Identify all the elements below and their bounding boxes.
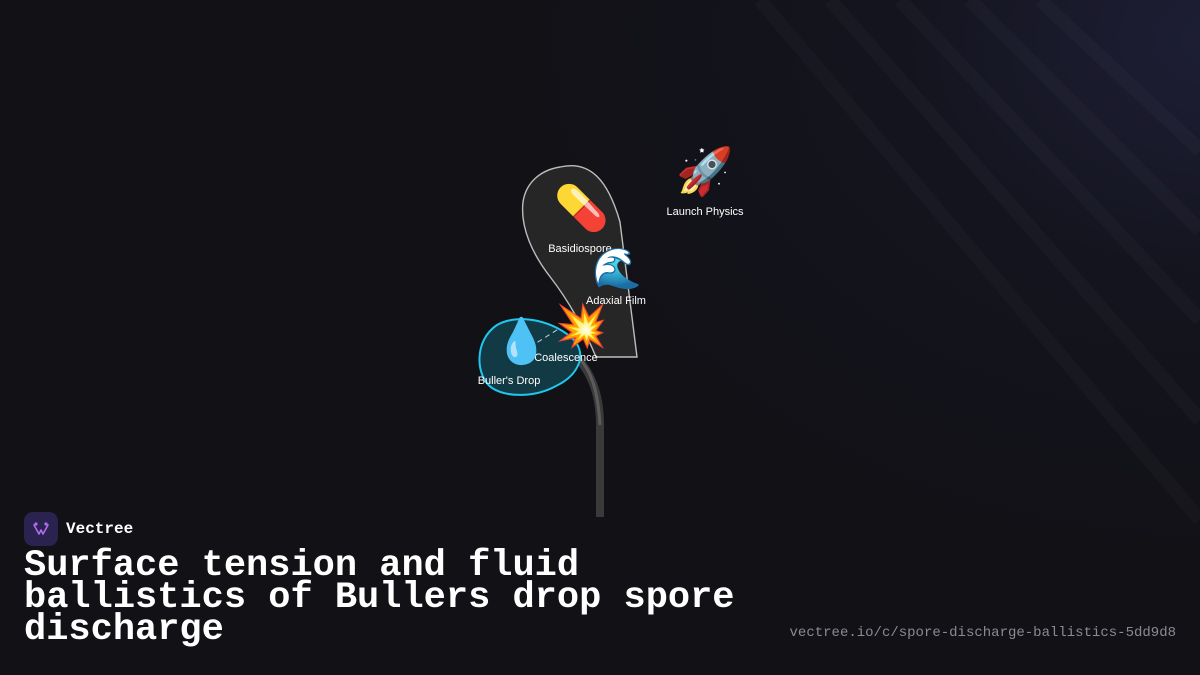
brand: Vectree bbox=[24, 512, 133, 546]
node-label-basidiospore: Basidiospore bbox=[548, 243, 612, 255]
collision-icon: 💥 bbox=[555, 301, 608, 350]
coalescence-path bbox=[529, 327, 561, 348]
sterigma-stalk bbox=[575, 357, 604, 517]
pill-icon: 💊 bbox=[554, 183, 609, 234]
page-title: Surface tension and fluid ballistics of … bbox=[24, 545, 735, 651]
brand-name: Vectree bbox=[66, 520, 134, 538]
node-label-adaxial-film: Adaxial Film bbox=[586, 295, 646, 307]
node-label-coalescence: Coalescence bbox=[534, 352, 598, 364]
droplet-icon: 💧 bbox=[494, 316, 549, 367]
rocket-icon: 🚀 bbox=[676, 144, 734, 198]
sterigma-neck bbox=[577, 356, 602, 426]
water-wave-icon: 🌊 bbox=[592, 246, 642, 292]
source-url: vectree.io/c/spore-discharge-ballistics-… bbox=[789, 625, 1176, 641]
node-label-bullers-drop: Buller's Drop bbox=[477, 375, 541, 387]
bullers-drop-shape bbox=[478, 318, 582, 396]
basidiospore-shape bbox=[521, 165, 638, 358]
node-label-launch-physics: Launch Physics bbox=[666, 206, 744, 218]
vectree-logo-icon bbox=[24, 512, 58, 546]
